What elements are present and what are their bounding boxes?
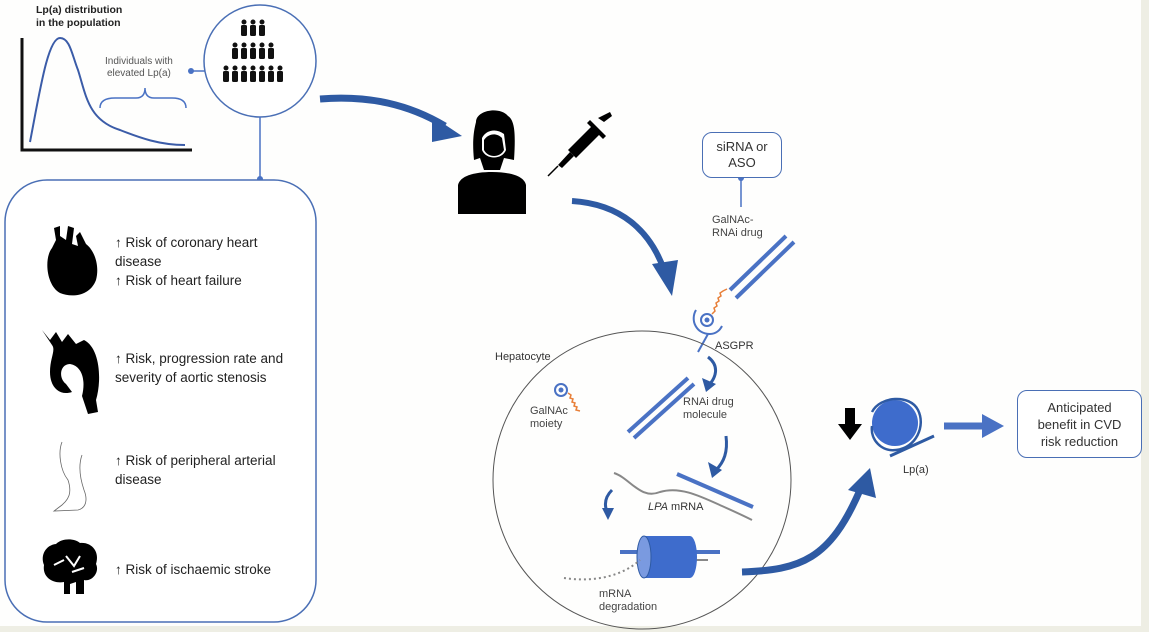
- decrease-arrow-icon: [838, 408, 862, 440]
- rnase-complex-icon: [563, 535, 720, 581]
- galnac-moiety-label: GalNAc moiety: [530, 405, 568, 431]
- risk-item-coronary: ↑ Risk of coronary heart disease ↑ Risk …: [115, 233, 258, 290]
- distribution-curve: [29, 36, 186, 146]
- galnac-rnai-drug-graphic: [711, 234, 796, 315]
- risk-line: ↑ Risk, progression rate and: [115, 351, 284, 366]
- arrow-to-liver: [571, 198, 667, 271]
- benefit-box: Anticipated benefit in CVD risk reductio…: [1017, 390, 1142, 458]
- elevated-label-line2: elevated Lp(a): [106, 68, 171, 79]
- risk-line: severity of aortic stenosis: [115, 370, 267, 385]
- arrow-to-lpa: [741, 488, 864, 576]
- aorta-icon: [42, 330, 100, 414]
- leg-icon: [52, 441, 87, 512]
- patient-icon: [458, 110, 526, 214]
- lpa-mrna-label: LPA mRNA: [648, 501, 703, 514]
- sirna-aso-box: siRNA or ASO: [702, 132, 782, 178]
- elevated-label-line1: Individuals with: [105, 56, 173, 67]
- lpa-mrna-strand: [613, 472, 753, 521]
- risk-line: disease: [115, 472, 162, 487]
- galnac-rnai-line1: GalNAc-: [712, 214, 754, 226]
- galnac-moiety-graphic: [554, 383, 581, 412]
- risk-line: ↑ Risk of heart failure: [115, 273, 242, 288]
- syringe-icon: [547, 112, 612, 177]
- chart-axes: [20, 38, 192, 152]
- elevated-brace: [99, 87, 187, 109]
- distribution-title: Lp(a) distribution in the population: [36, 4, 122, 29]
- rnai-molecule-label: RNAi drug molecule: [683, 396, 734, 422]
- galnac-moiety-line2: moiety: [530, 418, 563, 431]
- distribution-title-line1: Lp(a) distribution: [36, 4, 123, 16]
- asgpr-label: ASGPR: [715, 340, 754, 352]
- benefit-line3: risk reduction: [1040, 433, 1119, 449]
- risk-line: disease: [115, 254, 162, 269]
- rnai-molecule-line1: RNAi drug: [683, 396, 734, 408]
- risk-line: ↑ Risk of coronary heart: [115, 235, 258, 250]
- mrna-suffix: mRNA: [667, 501, 704, 513]
- hepatocyte-circle: [492, 330, 792, 630]
- galnac-rnai-label: GalNAc- RNAi drug: [712, 214, 763, 240]
- arrow-to-patient: [319, 94, 447, 130]
- asgpr-receptor: [692, 309, 723, 353]
- lpa-particle-icon: [870, 397, 935, 458]
- galnac-moiety-line1: GalNAc: [530, 405, 568, 417]
- risk-line: ↑ Risk of peripheral arterial: [115, 453, 276, 468]
- distribution-chart: [20, 36, 205, 152]
- benefit-line1: Anticipated: [1047, 399, 1112, 415]
- degradation-line1: mRNA: [599, 588, 632, 600]
- population-circle: [203, 4, 317, 182]
- distribution-title-line2: in the population: [36, 16, 121, 29]
- heart-icon: [47, 226, 98, 296]
- sirna-box-line1: siRNA or: [716, 139, 768, 154]
- benefit-line2: benefit in CVD: [1037, 416, 1122, 432]
- rnai-molecule-line2: molecule: [683, 409, 728, 422]
- people-icon: [223, 19, 283, 82]
- risk-item-stroke: ↑ Risk of ischaemic stroke: [115, 560, 271, 579]
- sirna-box-line2: ASO: [728, 155, 756, 170]
- galnac-rnai-line2: RNAi drug: [712, 227, 763, 240]
- risk-line: ↑ Risk of ischaemic stroke: [115, 562, 272, 577]
- degradation-line2: degradation: [599, 601, 658, 614]
- mrna-degradation-label: mRNA degradation: [599, 588, 657, 614]
- brain-icon: [42, 539, 98, 594]
- risk-item-peripheral: ↑ Risk of peripheral arterial disease: [115, 451, 276, 489]
- lpa-gene-name: LPA: [648, 501, 668, 513]
- hepatocyte-label: Hepatocyte: [495, 351, 551, 363]
- risk-item-aortic: ↑ Risk, progression rate and severity of…: [115, 349, 283, 387]
- lpa-label: Lp(a): [903, 464, 929, 476]
- elevated-label: Individuals with elevated Lp(a): [105, 56, 173, 80]
